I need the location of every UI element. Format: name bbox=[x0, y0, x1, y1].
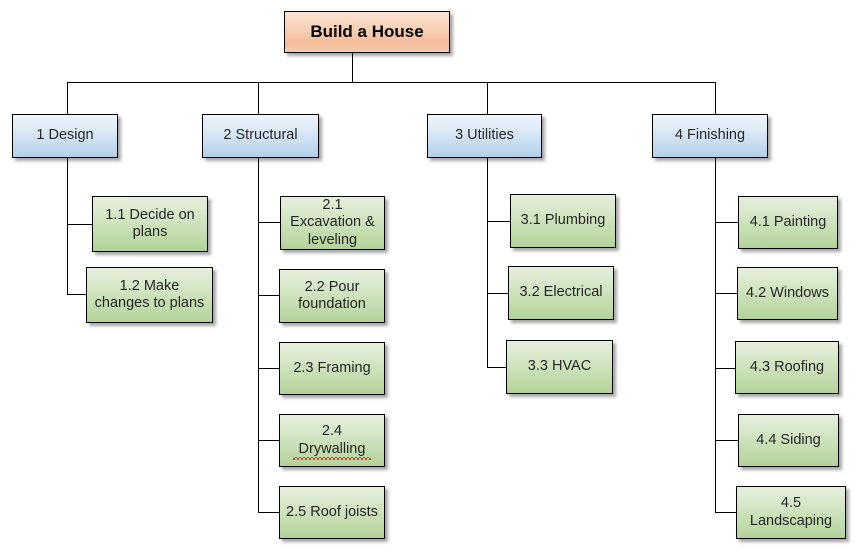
connector-stub-4-5 bbox=[715, 512, 736, 513]
node-2-2-pour-foundation[interactable]: 2.2 Pour foundation bbox=[279, 269, 385, 323]
node-4-3-roofing[interactable]: 4.3 Roofing bbox=[735, 341, 839, 394]
connector-stub-2-3 bbox=[258, 368, 280, 369]
connector-spine-utilities bbox=[487, 158, 488, 368]
node-label: 1 Design bbox=[36, 127, 94, 144]
node-4-5-landscaping[interactable]: 4.5 Landscaping bbox=[736, 486, 846, 539]
node-label: 2.5 Roof joists bbox=[286, 503, 378, 520]
node-label: 2.2 Pour foundation bbox=[298, 278, 366, 312]
node-label: 4.1 Painting bbox=[749, 213, 827, 230]
node-2-5-roof-joists[interactable]: 2.5 Roof joists bbox=[279, 486, 385, 539]
connector-drop-finishing bbox=[715, 82, 716, 115]
connector-stub-4-3 bbox=[715, 368, 735, 369]
connector-stub-4-4 bbox=[715, 440, 738, 441]
connector-main-bus bbox=[67, 82, 715, 83]
connector-stub-3-3 bbox=[487, 367, 506, 368]
node-3-2-electrical[interactable]: 3.2 Electrical bbox=[508, 266, 614, 320]
connector-root-stem bbox=[352, 53, 353, 82]
node-label: 4.2 Windows bbox=[745, 284, 829, 301]
node-label: 3 Utilities bbox=[455, 127, 514, 144]
node-label: 4.5 Landscaping bbox=[749, 495, 833, 529]
node-label: 3.1 Plumbing bbox=[520, 212, 606, 229]
connector-drop-utilities bbox=[487, 82, 488, 115]
connector-stub-1-2 bbox=[67, 294, 92, 295]
connector-drop-design bbox=[67, 82, 68, 115]
node-3-3-hvac[interactable]: 3.3 HVAC bbox=[506, 340, 613, 394]
node-4-2-windows[interactable]: 4.2 Windows bbox=[737, 267, 838, 320]
node-label: 2.1 Excavation & leveling bbox=[290, 197, 375, 248]
node-label: Build a House bbox=[310, 21, 424, 41]
node-label: 2.4 Drywalling bbox=[287, 423, 378, 460]
node-build-a-house[interactable]: Build a House bbox=[284, 11, 450, 53]
node-label: 2.3 Framing bbox=[293, 359, 371, 376]
node-2-structural[interactable]: 2 Structural bbox=[202, 114, 319, 158]
connector-stub-2-2 bbox=[258, 295, 280, 296]
connector-drop-structural bbox=[258, 82, 259, 115]
connector-stub-3-1 bbox=[487, 221, 510, 222]
node-label: 4 Finishing bbox=[674, 127, 746, 144]
node-2-1-excavation-leveling[interactable]: 2.1 Excavation & leveling bbox=[280, 196, 385, 250]
node-3-1-plumbing[interactable]: 3.1 Plumbing bbox=[510, 194, 616, 248]
connector-spine-design bbox=[67, 158, 68, 294]
node-label: 4.4 Siding bbox=[756, 431, 821, 448]
node-label: 3.2 Electrical bbox=[519, 284, 603, 301]
connector-stub-2-5 bbox=[258, 512, 280, 513]
node-4-1-painting[interactable]: 4.1 Painting bbox=[738, 196, 838, 249]
connector-spine-structural bbox=[258, 158, 259, 513]
node-1-1-decide-on-plans[interactable]: 1.1 Decide on plans bbox=[92, 196, 208, 252]
node-2-4-drywalling[interactable]: 2.4 Drywalling bbox=[279, 414, 385, 467]
connector-spine-finishing bbox=[715, 158, 716, 512]
node-1-2-make-changes-to-plans[interactable]: 1.2 Make changes to plans bbox=[86, 267, 213, 323]
node-1-design[interactable]: 1 Design bbox=[12, 114, 118, 158]
node-label: 1.1 Decide on plans bbox=[105, 206, 195, 240]
node-4-4-siding[interactable]: 4.4 Siding bbox=[738, 414, 839, 467]
connector-stub-4-1 bbox=[715, 222, 738, 223]
node-label: 2 Structural bbox=[223, 127, 298, 144]
node-3-utilities[interactable]: 3 Utilities bbox=[427, 114, 542, 158]
node-4-finishing[interactable]: 4 Finishing bbox=[652, 114, 768, 158]
connector-stub-1-1 bbox=[67, 224, 92, 225]
node-label: 1.2 Make changes to plans bbox=[94, 277, 205, 311]
node-label: 3.3 HVAC bbox=[527, 358, 592, 375]
node-2-3-framing[interactable]: 2.3 Framing bbox=[279, 342, 385, 395]
node-label: 4.3 Roofing bbox=[749, 358, 825, 375]
connector-stub-3-2 bbox=[487, 293, 508, 294]
connector-stub-2-1 bbox=[258, 222, 280, 223]
connector-stub-2-4 bbox=[258, 440, 280, 441]
connector-stub-4-2 bbox=[715, 293, 737, 294]
node-label-prefix: 2.4 bbox=[321, 423, 343, 440]
misspelled-word: Drywalling bbox=[292, 441, 372, 460]
